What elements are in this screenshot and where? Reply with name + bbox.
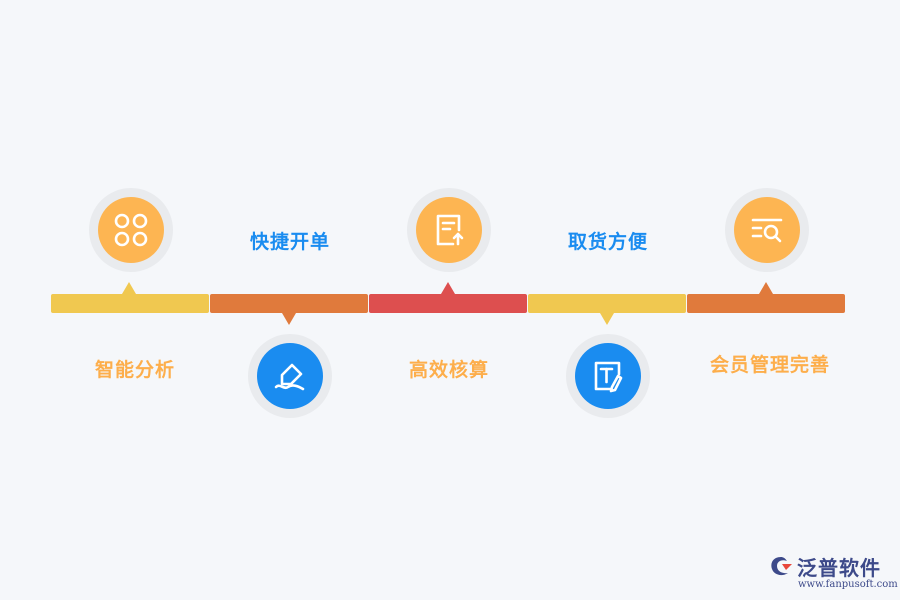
pen-sign-icon bbox=[257, 343, 323, 409]
timeline-segment-3 bbox=[369, 294, 527, 313]
step-1-label: 智能分析 bbox=[94, 359, 175, 381]
step-3-icon-halo bbox=[407, 188, 491, 272]
list-search-icon bbox=[734, 197, 800, 263]
step-1-icon-halo bbox=[89, 188, 173, 272]
step-4-icon-halo bbox=[566, 334, 650, 418]
brand-logo: 泛普软件 www.fanpusoft.com bbox=[768, 552, 898, 590]
document-upload-icon bbox=[416, 197, 482, 263]
timeline-segment-4 bbox=[528, 294, 686, 313]
pointer-up-1 bbox=[122, 282, 136, 294]
grid-circles-icon bbox=[98, 197, 164, 263]
timeline-segment-5 bbox=[687, 294, 845, 313]
timeline-segment-2 bbox=[210, 294, 368, 313]
text-edit-icon bbox=[575, 343, 641, 409]
brand-name: 泛普软件 bbox=[797, 556, 881, 580]
pointer-up-5 bbox=[759, 282, 773, 294]
step-2-icon-halo bbox=[248, 334, 332, 418]
pointer-down-4 bbox=[600, 313, 614, 325]
step-5-icon-halo bbox=[725, 188, 809, 272]
step-3-label: 高效核算 bbox=[408, 359, 489, 381]
brand-mark-icon bbox=[771, 556, 792, 575]
pointer-down-2 bbox=[282, 313, 296, 325]
step-5-label: 会员管理完善 bbox=[709, 354, 830, 376]
brand-url: www.fanpusoft.com bbox=[798, 579, 898, 590]
pointer-up-3 bbox=[441, 282, 455, 294]
timeline-segment-1 bbox=[51, 294, 209, 313]
step-4-label: 取货方便 bbox=[567, 231, 648, 253]
step-2-label: 快捷开单 bbox=[249, 231, 330, 253]
